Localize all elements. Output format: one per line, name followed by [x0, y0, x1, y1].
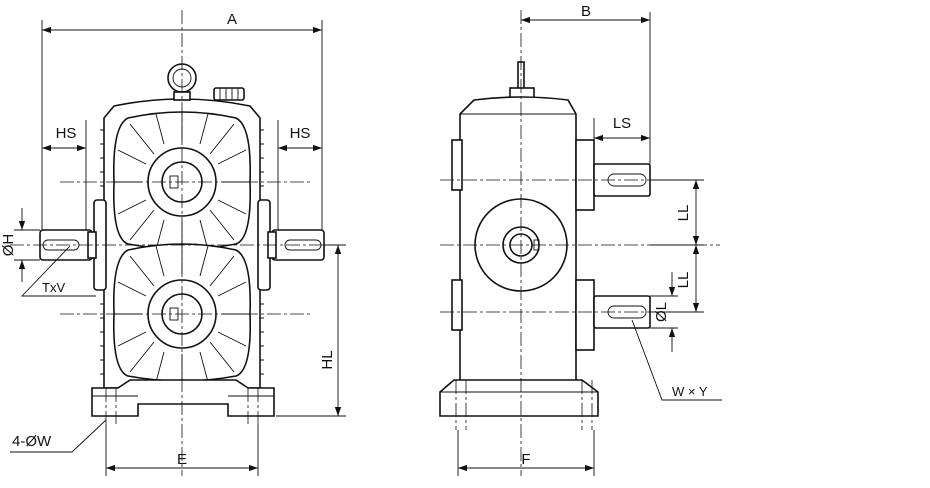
label-TxV: TxV [42, 280, 65, 295]
label-HS-right: HS [290, 125, 311, 142]
front-base [91, 379, 275, 417]
label-WxY: W × Y [672, 384, 708, 399]
side-view [439, 10, 720, 476]
label-F: F [521, 451, 530, 468]
label-HS-left: HS [56, 125, 77, 142]
front-dimensions [10, 20, 346, 476]
right-fins [260, 129, 264, 375]
label-4-phi-W: 4-ØW [12, 433, 52, 450]
front-view [10, 10, 342, 476]
label-HL: HL [319, 350, 336, 369]
label-A: A [227, 11, 237, 28]
label-E: E [177, 451, 187, 468]
label-LL-lower: LL [675, 272, 692, 289]
label-LL-upper: LL [675, 205, 692, 222]
label-LS: LS [613, 115, 631, 132]
label-phi-L: ØL [653, 302, 670, 322]
side-base [439, 379, 599, 417]
label-B: B [581, 3, 591, 20]
side-dimensions [457, 12, 722, 476]
oil-plug [213, 87, 245, 101]
label-phi-H: ØH [0, 234, 17, 257]
